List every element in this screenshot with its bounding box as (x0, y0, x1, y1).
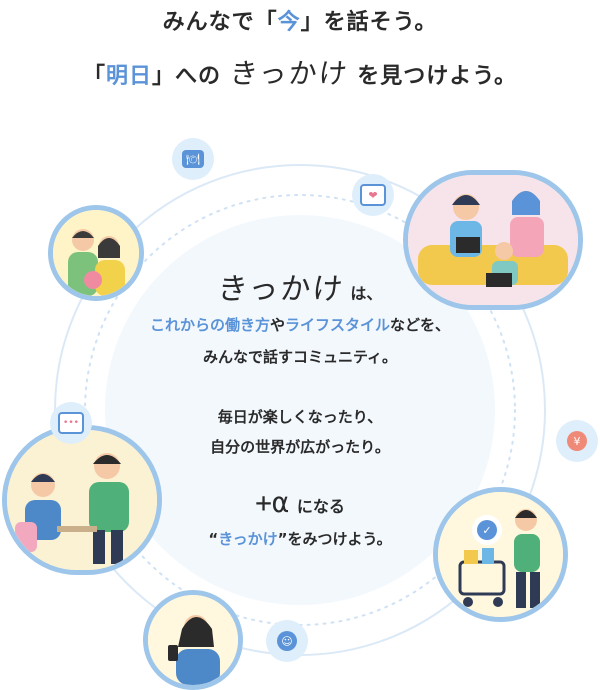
plus-alpha-suffix: になる (296, 497, 345, 516)
description-line-4: 自分の世界が広がったり。 (210, 438, 390, 456)
couple-illustration (48, 205, 144, 301)
lifestyle-text: ライフスタイル (285, 316, 391, 334)
headline-accent-tomorrow: 明日 (106, 64, 153, 89)
heart-mail-icon: ❤ (352, 174, 394, 216)
closing-line: “きっかけ”をみつけよう。 (90, 528, 510, 549)
headline-line-2: 「明日」への きっかけ を見つけよう。 (0, 52, 600, 92)
headline-text: 「 (83, 64, 107, 89)
quote-open: “ (208, 530, 219, 548)
headline-text: 」を話そう。 (300, 10, 438, 35)
restaurant-icon: 🍽 (172, 138, 214, 180)
office-workers-illustration (2, 425, 162, 575)
yen-icon: ¥ (556, 420, 598, 462)
kikkake-logo-text: きっかけ (215, 272, 346, 307)
headline-accent-now: 今 (277, 10, 301, 35)
kikkake-intro: きっかけは、 (90, 264, 510, 308)
headline-line-1: みんなで「今」を話そう。 (0, 4, 600, 36)
headline-text: 」への (152, 64, 222, 89)
chat-icon: ••• (50, 402, 92, 444)
closing-text: ”をみつけよう。 (277, 530, 392, 548)
shopping-illustration (433, 487, 568, 622)
headline-text: を見つけよう。 (357, 64, 517, 89)
description-line-2: みんなで話すコミュニティ。 (202, 348, 398, 366)
check-icon: ✓ (472, 515, 502, 545)
plus-alpha-line: +α になる (90, 486, 510, 519)
plus-alpha-logo-text: +α (255, 486, 289, 519)
kikkake-suffix: は、 (350, 284, 383, 303)
work-style-text: これからの働き方 (149, 316, 270, 334)
description-line-3: 毎日が楽しくなったり、 (217, 408, 383, 426)
description-line-1: これからの働き方やライフスタイルなどを、 (90, 314, 510, 335)
headline-text: みんなで「 (162, 10, 278, 35)
closing-accent: きっかけ (218, 530, 278, 548)
smile-icon: ☺ (266, 620, 308, 662)
connector-text: などを、 (390, 316, 451, 334)
connector-text: や (269, 316, 285, 334)
smartphone-woman-illustration (143, 590, 243, 690)
group-work-illustration (403, 170, 583, 310)
